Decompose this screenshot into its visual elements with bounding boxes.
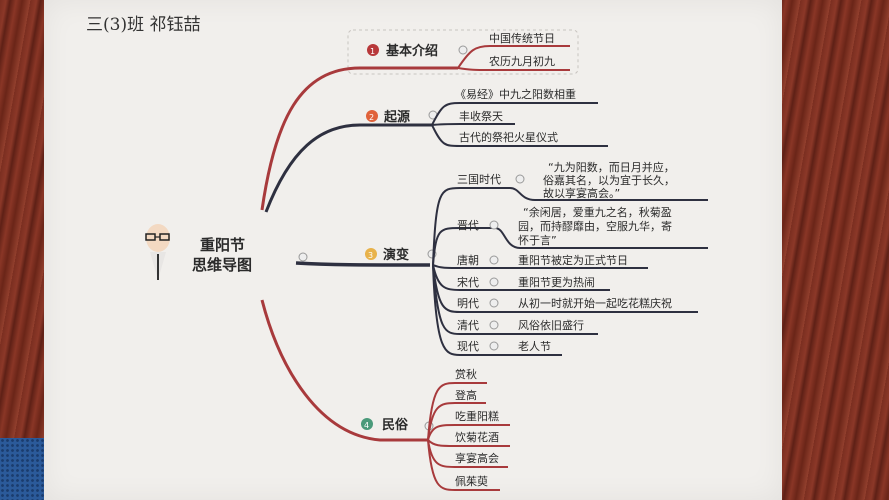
collapse-toggle-icon[interactable]	[489, 341, 499, 351]
svg-text:风俗依旧盛行: 风俗依旧盛行	[518, 318, 584, 332]
branch-3-number-badge	[365, 248, 377, 260]
era-label: 清代	[457, 319, 479, 332]
branch-3-title: 演变	[383, 247, 409, 263]
custom-item: 享宴高会	[455, 451, 499, 465]
svg-text:故以享宴高会。”: 故以享宴高会。”	[543, 186, 620, 200]
teacher-avatar-icon	[145, 224, 170, 280]
custom-item: 饮菊花酒	[455, 431, 499, 444]
svg-text:“余闲居，爱重九之名，秋菊盈: “余闲居，爱重九之名，秋菊盈	[523, 205, 672, 219]
svg-text:俗嘉其名，以为宜于长久，: 俗嘉其名，以为宜于长久，	[543, 173, 675, 187]
svg-text:怀于言”: 怀于言”	[518, 234, 557, 247]
branch-2-item: 古代的祭祀火星仪式	[459, 130, 558, 144]
collapse-toggle-icon[interactable]	[489, 320, 499, 330]
branch-4: 4 民俗 赏秋 登高 吃重阳糕 饮菊花酒 享宴高会 佩茱萸	[361, 367, 510, 491]
branch-3: 3 演变 三国时代 “九为阳数，而日月并应， 俗嘉其名，以为宜于长久， 故以享宴…	[365, 160, 708, 356]
svg-text:重阳节被定为正式节日: 重阳节被定为正式节日	[518, 253, 628, 267]
branch-1-item: 农历九月初九	[489, 54, 555, 68]
branch-1: 1 基本介绍 中国传统节日 农历九月初九	[367, 32, 570, 71]
branch-4-title: 民俗	[382, 417, 409, 433]
svg-text:4: 4	[364, 421, 369, 430]
era-label: 晋代	[457, 219, 479, 232]
custom-item: 赏秋	[455, 367, 477, 381]
branch-1-item: 中国传统节日	[489, 32, 555, 45]
paper-sheet	[44, 0, 782, 500]
svg-text:重阳节更为热闹: 重阳节更为热闹	[518, 275, 595, 289]
blue-fabric	[0, 438, 50, 500]
branch-1-number-badge	[367, 44, 379, 56]
handwritten-name: 三(3)班 祁钰喆	[86, 15, 200, 35]
center-title-line1: 重阳节	[200, 236, 245, 254]
svg-text:园，而持醪靡由，空服九华，寄: 园，而持醪靡由，空服九华，寄	[518, 219, 672, 233]
svg-text:“九为阳数，而日月并应，: “九为阳数，而日月并应，	[548, 160, 675, 174]
era-label: 现代	[457, 340, 479, 353]
branch-2-item: 《易经》中九之阳数相重	[455, 87, 576, 101]
wooden-table-right	[770, 0, 889, 500]
svg-text:1: 1	[370, 47, 375, 56]
custom-item: 登高	[455, 388, 477, 402]
branch-2: 2 起源 《易经》中九之阳数相重 丰收祭天 古代的祭祀火星仪式	[366, 87, 608, 147]
collapse-toggle-icon[interactable]	[458, 45, 468, 55]
center-title-line2: 思维导图	[192, 256, 252, 274]
branch-1-highlight-box	[347, 29, 579, 75]
custom-item: 佩茱萸	[455, 474, 488, 488]
svg-text:3: 3	[368, 251, 373, 260]
branch-2-item: 丰收祭天	[459, 109, 503, 123]
svg-text:从初一时就开始一起吃花糕庆祝: 从初一时就开始一起吃花糕庆祝	[518, 296, 672, 310]
era-label: 宋代	[457, 275, 479, 289]
collapse-toggle-icon[interactable]	[489, 298, 499, 308]
collapse-toggle-icon[interactable]	[489, 220, 499, 230]
branch-2-title: 起源	[383, 109, 410, 125]
branch-1-title: 基本介绍	[385, 43, 438, 59]
main-branch-lines	[260, 66, 458, 442]
era-label: 三国时代	[457, 173, 501, 186]
collapse-toggle-icon[interactable]	[489, 255, 499, 265]
collapse-toggle-icon[interactable]	[489, 277, 499, 287]
custom-item: 吃重阳糕	[455, 409, 499, 423]
branch-4-number-badge	[361, 418, 373, 430]
collapse-toggle-icon[interactable]	[515, 174, 525, 184]
collapse-toggle-icon[interactable]	[298, 252, 308, 262]
svg-text:2: 2	[369, 113, 374, 122]
era-label: 明代	[457, 297, 479, 310]
svg-text:老人节: 老人节	[518, 340, 551, 353]
era-label: 唐朝	[457, 253, 479, 267]
branch-2-number-badge	[366, 110, 378, 122]
